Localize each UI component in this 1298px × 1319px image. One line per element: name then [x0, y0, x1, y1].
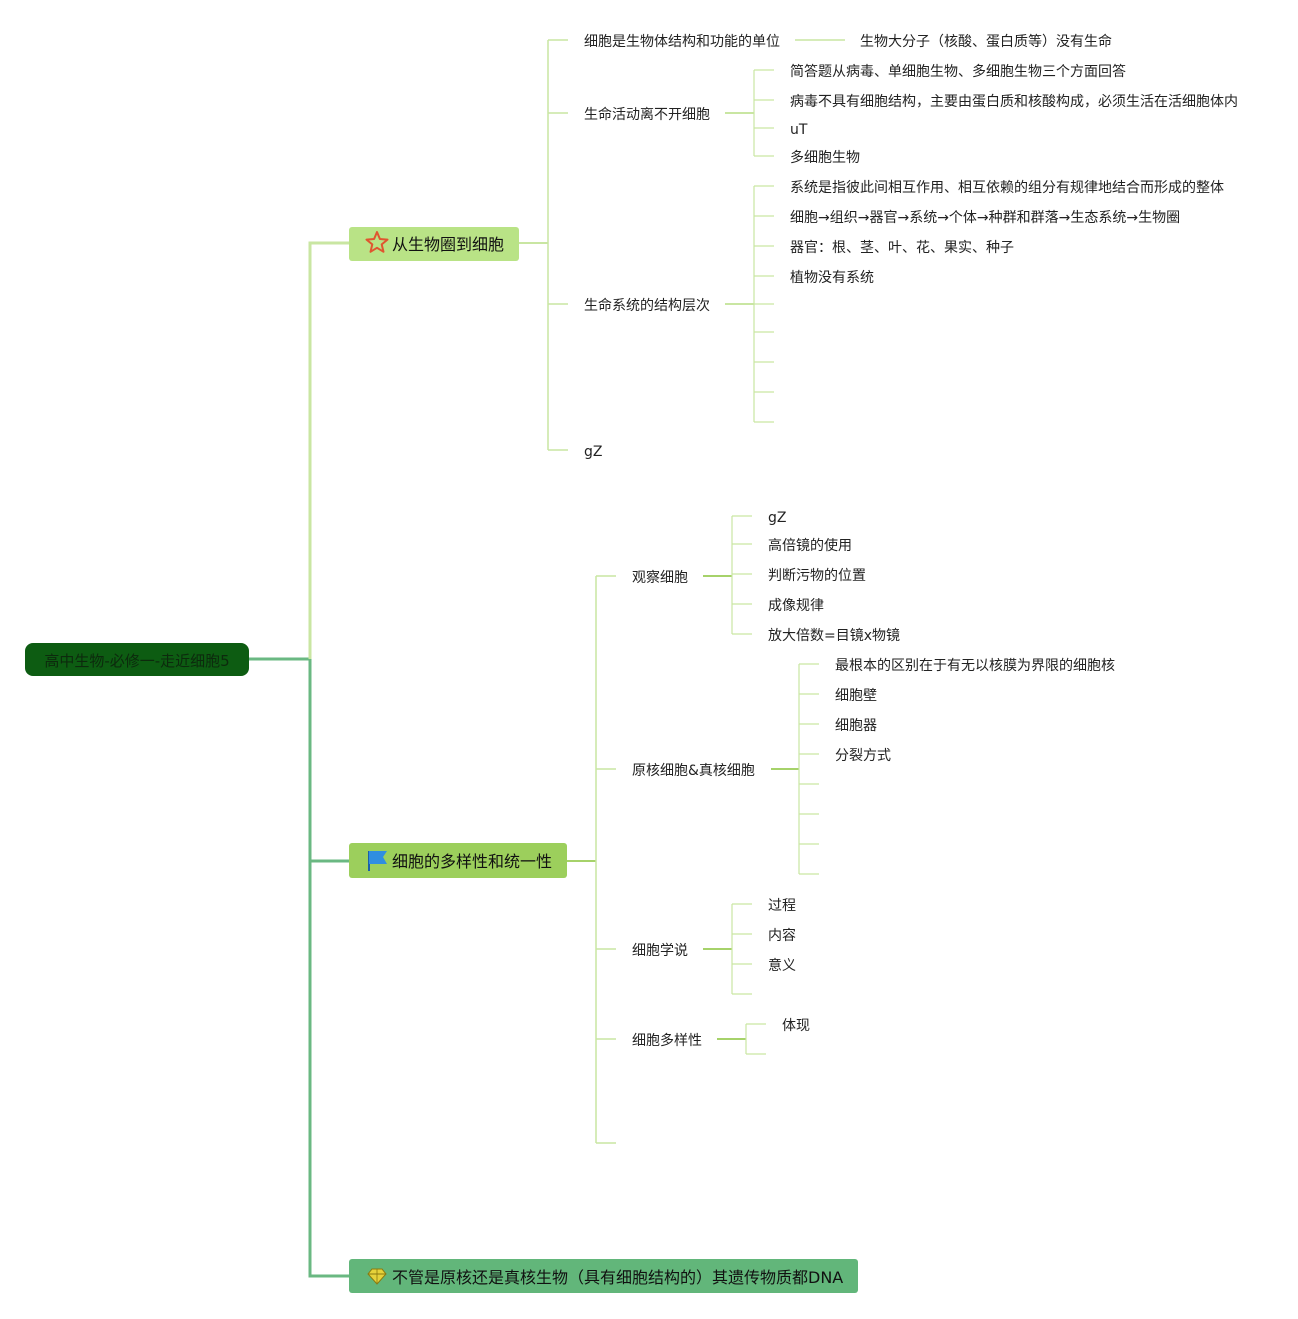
subtopic-virus[interactable]: 病毒不具有细胞结构，主要由蛋白质和核酸构成，必须生活在活细胞体内	[790, 94, 1238, 110]
topic-cell-unit[interactable]: 细胞是生物体结构和功能的单位	[584, 34, 780, 50]
subtopic-ut[interactable]: uT	[790, 122, 808, 138]
subtopic-cell-wall[interactable]: 细胞壁	[835, 688, 877, 704]
subtopic-organs[interactable]: 器官：根、茎、叶、花、果实、种子	[790, 240, 1014, 256]
topic-life-system-levels[interactable]: 生命系统的结构层次	[584, 297, 710, 314]
subtopic-imaging-rule[interactable]: 成像规律	[768, 598, 824, 614]
branch-node-2[interactable]: 细胞的多样性和统一性	[349, 843, 567, 878]
subtopic-manifestation[interactable]: 体现	[782, 1018, 810, 1034]
branch-node-1-box	[349, 227, 519, 261]
subtopic-answer-three-aspects[interactable]: 简答题从病毒、单细胞生物、多细胞生物三个方面回答	[790, 63, 1126, 80]
subtopic-nucleus-difference[interactable]: 最根本的区别在于有无以核膜为界限的细胞核	[835, 658, 1115, 674]
subtopic-multicellular[interactable]: 多细胞生物	[790, 149, 860, 166]
connector-lines	[249, 39, 845, 1278]
star-icon	[365, 231, 389, 253]
subtopic-content[interactable]: 内容	[768, 927, 796, 944]
gem-icon	[367, 1268, 387, 1285]
flag-icon	[368, 851, 387, 871]
subtopic-dirt-position[interactable]: 判断污物的位置	[768, 568, 866, 584]
branch-node-2-label: 细胞的多样性和统一性	[392, 852, 552, 871]
subtopic-organelles[interactable]: 细胞器	[835, 718, 877, 734]
root-node[interactable]: 高中生物-必修一-走近细胞5	[25, 643, 249, 676]
connector-line-4	[308, 241, 349, 659]
topic-cell-diversity[interactable]: 细胞多样性	[632, 1032, 702, 1049]
subtopic-plants-no-system[interactable]: 植物没有系统	[790, 270, 874, 286]
subtopic-gz-2[interactable]: gZ	[768, 510, 786, 526]
subtopic-process[interactable]: 过程	[768, 898, 796, 914]
topic-cell-theory[interactable]: 细胞学说	[632, 943, 688, 959]
branch-node-3-box	[349, 1259, 858, 1293]
branch-node-3-label: 不管是原核还是真核生物（具有细胞结构的）其遗传物质都DNA	[392, 1268, 843, 1287]
subtopic-high-power-lens[interactable]: 高倍镜的使用	[768, 537, 852, 554]
subtopic-division-mode[interactable]: 分裂方式	[835, 748, 891, 764]
root-node-box	[25, 643, 249, 676]
connector-line-3	[308, 659, 349, 863]
branch-node-1-label: 从生物圈到细胞	[392, 235, 504, 254]
branch-node-3[interactable]: 不管是原核还是真核生物（具有细胞结构的）其遗传物质都DNA	[349, 1259, 858, 1293]
subtopic-levels-chain[interactable]: 细胞→组织→器官→系统→个体→种群和群落→生态系统→生物圈	[790, 210, 1180, 226]
subtopic-significance[interactable]: 意义	[768, 957, 796, 974]
subtopic-system-definition[interactable]: 系统是指彼此间相互作用、相互依赖的组分有规律地结合而形成的整体	[790, 180, 1224, 196]
connector-line-2	[308, 659, 349, 1278]
root-node-label: 高中生物-必修一-走近细胞5	[44, 652, 229, 670]
topic-prokaryote-eukaryote[interactable]: 原核细胞&真核细胞	[632, 763, 755, 779]
subtopic-magnification[interactable]: 放大倍数=目镜x物镜	[768, 628, 900, 644]
subtopic-macromolecules[interactable]: 生物大分子（核酸、蛋白质等）没有生命	[860, 33, 1112, 50]
topic-life-activity[interactable]: 生命活动离不开细胞	[584, 106, 710, 123]
branch-node-2-box	[349, 843, 567, 878]
branch-node-1[interactable]: 从生物圈到细胞	[349, 227, 519, 261]
topic-gz-1[interactable]: gZ	[584, 444, 602, 460]
topic-observe-cells[interactable]: 观察细胞	[632, 569, 688, 586]
